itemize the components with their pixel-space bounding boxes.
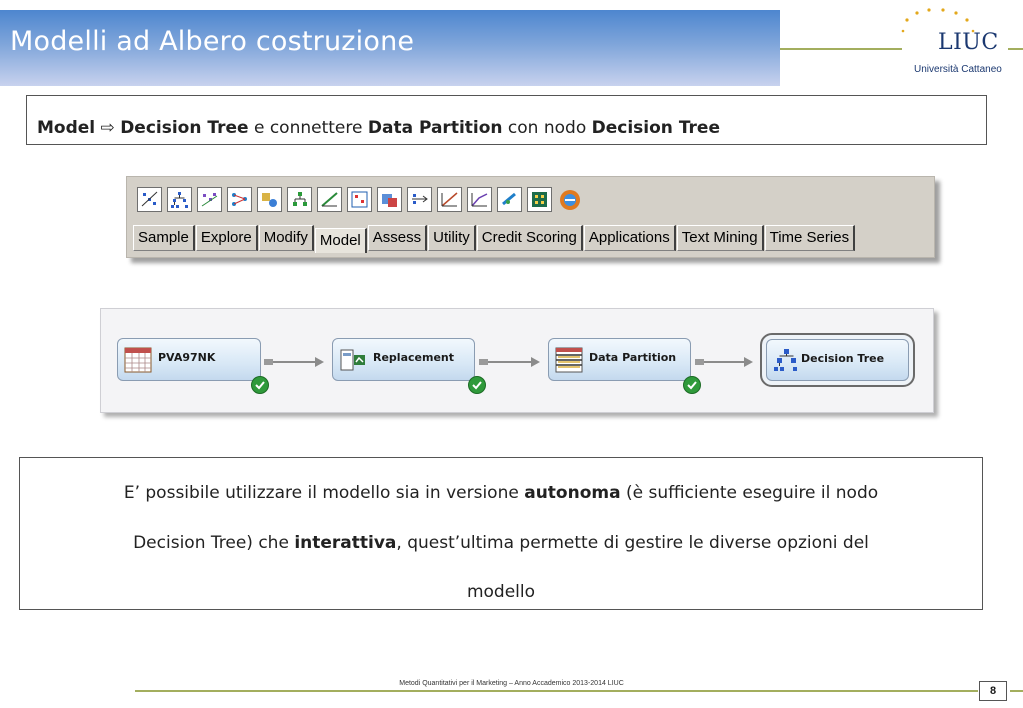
- node-decision-tree-selected[interactable]: Decision Tree: [760, 333, 915, 387]
- node-label: Decision Tree: [801, 352, 885, 365]
- connector-arrow: [744, 357, 753, 367]
- footer-text: Metodi Quantitativi per il Marketing – A…: [399, 680, 624, 687]
- autoneural-icon[interactable]: [257, 187, 282, 212]
- title-band: [0, 10, 780, 86]
- least-angle-icon[interactable]: [467, 187, 492, 212]
- connector-arrow: [531, 357, 540, 367]
- success-check-icon: [683, 376, 701, 394]
- output-port[interactable]: [264, 359, 273, 365]
- tab-sample[interactable]: Sample: [133, 225, 195, 251]
- description-line-2: Decision Tree) che interattiva, quest’ul…: [20, 533, 982, 553]
- description-box: E’ possibile utilizzare il modello sia i…: [19, 457, 983, 610]
- node-data-partition[interactable]: Data Partition: [548, 338, 691, 381]
- ensemble-icon[interactable]: [527, 187, 552, 212]
- description-line-3: modello: [466, 582, 536, 602]
- instruction-box: Model ⇨ Decision Tree e connettere Data …: [26, 95, 987, 145]
- description-bold-autonoma: autonoma: [524, 483, 621, 503]
- neural-network-icon[interactable]: [227, 187, 252, 212]
- tab-model[interactable]: Model: [314, 228, 367, 253]
- node-label: Data Partition: [589, 351, 677, 364]
- replacement-icon: [340, 349, 365, 371]
- connector-line: [704, 361, 746, 363]
- logo-stars-icon: [901, 8, 975, 33]
- toolbar-tabs: Sample Explore Modify Model Assess Utili…: [133, 225, 856, 253]
- instruction-decision-tree-node: Decision Tree: [591, 118, 720, 138]
- instruction-connect: e connettere: [253, 118, 363, 138]
- instruction-model: Model: [37, 118, 96, 138]
- instruction-arrow: ⇨: [100, 118, 115, 138]
- logo-name: LIUC: [938, 30, 999, 55]
- tab-assess[interactable]: Assess: [367, 225, 428, 251]
- connector-arrow: [315, 357, 324, 367]
- tab-credit-scoring[interactable]: Credit Scoring: [476, 225, 583, 251]
- regression-icon[interactable]: [137, 187, 162, 212]
- tab-applications[interactable]: Applications: [583, 225, 676, 251]
- logo-subtitle: Università Cattaneo: [914, 64, 1002, 75]
- two-stage-icon[interactable]: [377, 187, 402, 212]
- data-table-icon: [124, 347, 152, 373]
- description-bold-interattiva: interattiva: [294, 533, 397, 553]
- footer-rule-right: [1010, 690, 1023, 692]
- tab-explore[interactable]: Explore: [195, 225, 258, 251]
- decision-tree-icon: [774, 349, 797, 371]
- tab-modify[interactable]: Modify: [258, 225, 314, 251]
- success-check-icon: [468, 376, 486, 394]
- node-pva97nk[interactable]: PVA97NK: [117, 338, 261, 381]
- instruction-text: Model ⇨ Decision Tree e connettere Data …: [37, 118, 720, 138]
- rule-induction-icon[interactable]: [287, 187, 312, 212]
- lars-icon[interactable]: [317, 187, 342, 212]
- node-label: Replacement: [373, 351, 454, 364]
- header-rule: [780, 48, 902, 50]
- description-text: (è sufficiente eseguire il nodo: [620, 483, 879, 503]
- description-line-1: E’ possibile utilizzare il modello sia i…: [20, 483, 982, 503]
- connector-line: [488, 361, 533, 363]
- description-text: Decision Tree) che: [133, 533, 295, 553]
- description-text: , quest’ultima permette di gestire le di…: [396, 533, 869, 553]
- page-number: 8: [979, 681, 1007, 701]
- description-text: E’ possibile utilizzare il modello sia i…: [123, 483, 525, 503]
- model-import-icon[interactable]: [347, 187, 372, 212]
- toolbar-icons: [137, 187, 582, 212]
- instruction-with-node: con nodo: [507, 118, 587, 138]
- node-toolbar: Sample Explore Modify Model Assess Utili…: [126, 176, 935, 258]
- tab-time-series[interactable]: Time Series: [764, 225, 856, 251]
- header-rule-right: [1008, 48, 1023, 50]
- node-label: PVA97NK: [158, 351, 216, 364]
- instruction-data-partition: Data Partition: [367, 118, 503, 138]
- memory-based-icon[interactable]: [497, 187, 522, 212]
- svm-icon[interactable]: [557, 187, 582, 212]
- node-decision-tree[interactable]: Decision Tree: [766, 339, 909, 381]
- partial-least-squares-icon[interactable]: [407, 187, 432, 212]
- process-flow-diagram: PVA97NK Replacement Data Partition: [100, 308, 934, 413]
- output-port[interactable]: [479, 359, 488, 365]
- data-partition-icon: [555, 347, 583, 373]
- tab-utility[interactable]: Utility: [428, 225, 476, 251]
- slide-title: Modelli ad Albero costruzione: [10, 26, 415, 57]
- instruction-decision-tree: Decision Tree: [120, 118, 249, 138]
- gradient-boosting-icon[interactable]: [437, 187, 462, 212]
- tab-text-mining[interactable]: Text Mining: [676, 225, 764, 251]
- output-port[interactable]: [695, 359, 704, 365]
- node-replacement[interactable]: Replacement: [332, 338, 475, 381]
- dmine-regression-icon[interactable]: [197, 187, 222, 212]
- decision-tree-icon[interactable]: [167, 187, 192, 212]
- connector-line: [273, 361, 317, 363]
- success-check-icon: [251, 376, 269, 394]
- footer-rule: [135, 690, 978, 692]
